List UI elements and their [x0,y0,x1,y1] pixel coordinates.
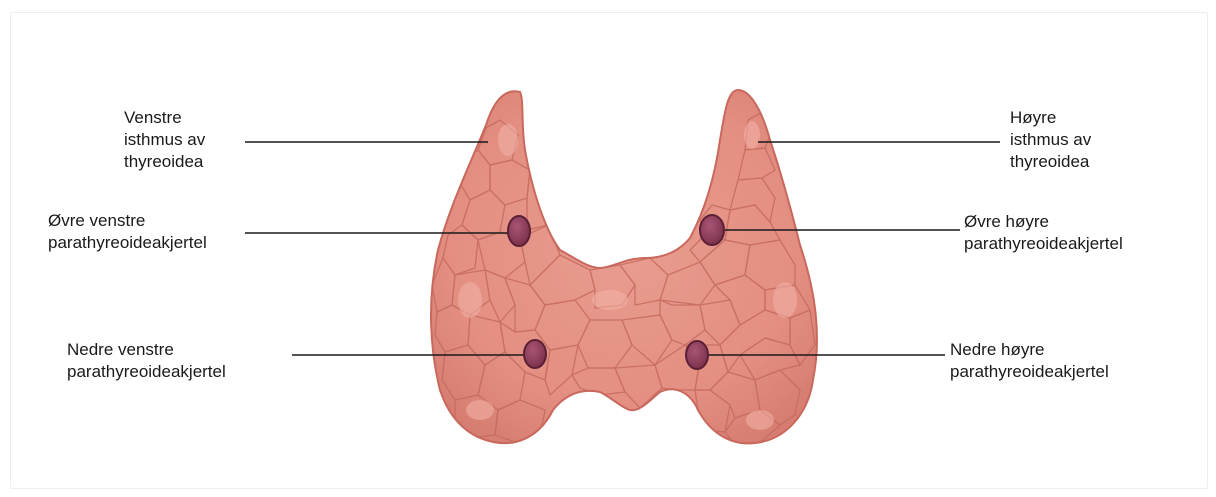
upper-left-parathyroid-gland [508,216,530,246]
label-line: parathyreoideakjertel [950,361,1109,383]
label-line: Nedre venstre [67,339,226,361]
label-upper-right-parathyroid: Øvre høyre parathyreoideakjertel [964,211,1123,255]
upper-right-parathyroid-gland [700,215,724,245]
label-line: thyreoidea [124,151,205,173]
label-right-isthmus: Høyre isthmus av thyreoidea [1010,107,1091,173]
label-line: parathyreoideakjertel [964,233,1123,255]
label-line: isthmus av [1010,129,1091,151]
label-line: Nedre høyre [950,339,1109,361]
label-lower-left-parathyroid: Nedre venstre parathyreoideakjertel [67,339,226,383]
label-lower-right-parathyroid: Nedre høyre parathyreoideakjertel [950,339,1109,383]
label-line: Øvre venstre [48,210,207,232]
label-line: isthmus av [124,129,205,151]
label-line: parathyreoideakjertel [67,361,226,383]
label-line: Øvre høyre [964,211,1123,233]
label-line: Venstre [124,107,205,129]
lower-right-parathyroid-gland [686,341,708,369]
label-line: parathyreoideakjertel [48,232,207,254]
label-line: Høyre [1010,107,1091,129]
label-upper-left-parathyroid: Øvre venstre parathyreoideakjertel [48,210,207,254]
lower-left-parathyroid-gland [524,340,546,368]
label-left-isthmus: Venstre isthmus av thyreoidea [124,107,205,173]
label-line: thyreoidea [1010,151,1091,173]
